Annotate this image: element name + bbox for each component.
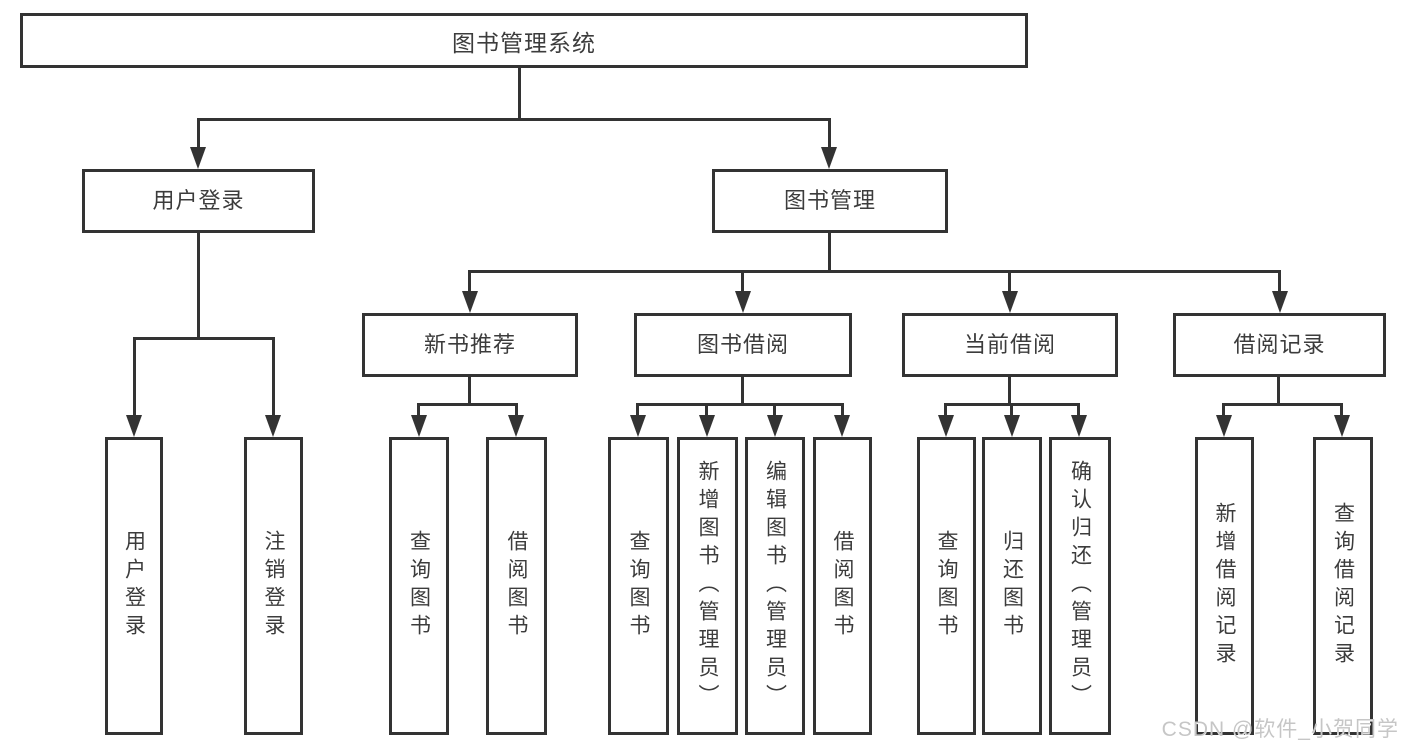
leaf-borrow-add-book-admin-label: 新增图书（管理员） <box>696 460 719 712</box>
arrow-down-icon <box>735 291 751 313</box>
connector-to-book-management <box>828 118 831 147</box>
leaf-logout: 注销登录 <box>244 437 303 735</box>
connector-borrow-leaf2 <box>705 403 708 415</box>
connector-borrow-rail <box>636 403 844 406</box>
arrow-down-icon <box>699 415 715 437</box>
leaf-current-return-books: 归还图书 <box>982 437 1042 735</box>
connector-root-rail <box>197 118 831 121</box>
node-new-book-recommend: 新书推荐 <box>362 313 578 377</box>
leaf-newbook-borrow-books-label: 借阅图书 <box>505 530 528 642</box>
connector-newbook-rail <box>417 403 518 406</box>
connector-record-rail <box>1222 403 1343 406</box>
arrow-down-icon <box>1216 415 1232 437</box>
leaf-current-query-books-label: 查询图书 <box>935 530 958 642</box>
connector-root-stem <box>518 68 521 118</box>
connector-newbook-leaf1 <box>417 403 420 415</box>
arrow-down-icon <box>1071 415 1087 437</box>
leaf-user-login-label: 用户登录 <box>122 530 146 642</box>
leaf-borrow-borrow-books: 借阅图书 <box>813 437 872 735</box>
leaf-record-query-borrow-record-label: 查询借阅记录 <box>1331 502 1355 670</box>
arrow-down-icon <box>1334 415 1350 437</box>
leaf-borrow-query-books-label: 查询图书 <box>627 530 650 642</box>
connector-to-book-borrow <box>741 270 744 291</box>
connector-record-leaf1 <box>1222 403 1225 415</box>
leaf-logout-label: 注销登录 <box>262 530 285 642</box>
connector-to-leaf-logout <box>272 337 275 415</box>
arrow-down-icon <box>265 415 281 437</box>
leaf-current-return-books-label: 归还图书 <box>1000 530 1024 642</box>
connector-newbook-stem <box>468 377 471 403</box>
arrow-down-icon <box>1002 291 1018 313</box>
connector-borrow-leaf3 <box>773 403 776 415</box>
connector-to-leaf-user-login <box>133 337 136 415</box>
connector-user-login-rail <box>133 337 275 340</box>
node-book-borrow-label: 图书借阅 <box>696 332 789 357</box>
leaf-borrow-borrow-books-label: 借阅图书 <box>831 530 854 642</box>
arrow-down-icon <box>1272 291 1288 313</box>
arrow-down-icon <box>767 415 783 437</box>
arrow-down-icon <box>508 415 524 437</box>
leaf-record-add-borrow-record-label: 新增借阅记录 <box>1213 502 1236 670</box>
arrow-down-icon <box>411 415 427 437</box>
connector-newbook-leaf2 <box>515 403 518 415</box>
connector-current-stem <box>1008 377 1011 403</box>
connector-to-user-login <box>197 118 200 147</box>
leaf-newbook-query-books-label: 查询图书 <box>407 530 431 642</box>
connector-current-leaf2 <box>1010 403 1013 415</box>
node-root-label: 图书管理系统 <box>452 29 596 56</box>
leaf-borrow-edit-book-admin-label: 编辑图书（管理员） <box>763 460 787 712</box>
arrow-down-icon <box>630 415 646 437</box>
leaf-current-query-books: 查询图书 <box>917 437 976 735</box>
node-book-management: 图书管理 <box>712 169 948 233</box>
connector-current-leaf3 <box>1077 403 1080 415</box>
arrow-down-icon <box>126 415 142 437</box>
arrow-down-icon <box>1004 415 1020 437</box>
connector-book-mgmt-rail <box>468 270 1281 273</box>
connector-to-current-borrow <box>1008 270 1011 291</box>
leaf-current-confirm-return-admin-label: 确认归还（管理员） <box>1068 460 1092 712</box>
connector-record-leaf2 <box>1340 403 1343 415</box>
leaf-current-confirm-return-admin: 确认归还（管理员） <box>1049 437 1111 735</box>
node-borrow-record: 借阅记录 <box>1173 313 1386 377</box>
node-root-library-system: 图书管理系统 <box>20 13 1028 68</box>
connector-borrow-stem <box>741 377 744 403</box>
node-borrow-record-label: 借阅记录 <box>1233 332 1326 357</box>
node-current-borrow: 当前借阅 <box>902 313 1118 377</box>
arrow-down-icon <box>834 415 850 437</box>
connector-book-mgmt-stem <box>828 233 831 270</box>
arrow-down-icon <box>190 147 206 169</box>
leaf-borrow-add-book-admin: 新增图书（管理员） <box>677 437 738 735</box>
leaf-newbook-query-books: 查询图书 <box>389 437 449 735</box>
node-user-login: 用户登录 <box>82 169 315 233</box>
connector-borrow-leaf4 <box>841 403 844 415</box>
leaf-borrow-edit-book-admin: 编辑图书（管理员） <box>745 437 805 735</box>
connector-current-leaf1 <box>944 403 947 415</box>
connector-borrow-leaf1 <box>636 403 639 415</box>
node-new-book-recommend-label: 新书推荐 <box>423 332 516 357</box>
connector-to-new-book <box>468 270 471 291</box>
connector-to-borrow-record <box>1278 270 1281 291</box>
leaf-newbook-borrow-books: 借阅图书 <box>486 437 547 735</box>
node-current-borrow-label: 当前借阅 <box>963 332 1056 357</box>
leaf-user-login: 用户登录 <box>105 437 163 735</box>
arrow-down-icon <box>938 415 954 437</box>
arrow-down-icon <box>821 147 837 169</box>
leaf-borrow-query-books: 查询图书 <box>608 437 669 735</box>
node-user-login-label: 用户登录 <box>152 188 245 213</box>
node-book-borrow: 图书借阅 <box>634 313 852 377</box>
csdn-watermark: CSDN @软件_小贺同学 <box>1161 718 1399 741</box>
arrow-down-icon <box>462 291 478 313</box>
node-book-management-label: 图书管理 <box>783 188 876 213</box>
connector-user-login-stem <box>197 233 200 337</box>
leaf-record-add-borrow-record: 新增借阅记录 <box>1195 437 1254 735</box>
leaf-record-query-borrow-record: 查询借阅记录 <box>1313 437 1373 735</box>
connector-record-stem <box>1277 377 1280 403</box>
